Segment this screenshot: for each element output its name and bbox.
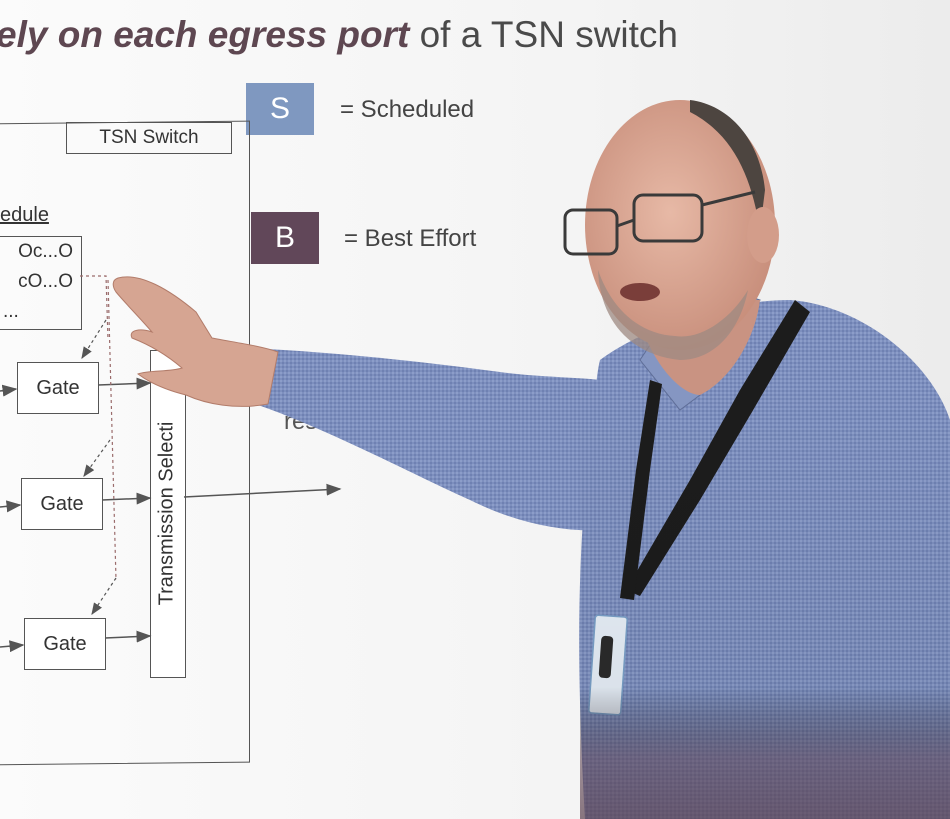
legend-scheduled-box: S bbox=[246, 83, 314, 135]
schedule-row: Oc...O bbox=[18, 241, 73, 262]
diagram-arrows bbox=[0, 275, 342, 653]
schedule-row: cO...O bbox=[18, 271, 73, 292]
hand bbox=[112, 276, 279, 407]
slide-headline: ely on each egress port of a TSN switch bbox=[0, 14, 678, 56]
schedule-box: Oc...O cO...O ... bbox=[0, 236, 82, 330]
schedule-title: edule bbox=[0, 204, 49, 226]
tsn-switch-label: TSN Switch bbox=[66, 122, 232, 154]
gate-2: Gate bbox=[21, 478, 103, 530]
shirt-sleeve bbox=[250, 348, 650, 531]
gate-3: Gate bbox=[24, 618, 106, 670]
gate-1: Gate bbox=[17, 362, 99, 414]
glasses bbox=[563, 190, 756, 256]
headline-rest: of a TSN switch bbox=[409, 14, 679, 55]
headline-emphasis: ely on each egress port bbox=[0, 14, 410, 55]
legend-best-effort-label: = Best Effort bbox=[344, 225, 477, 252]
presenter bbox=[112, 100, 950, 819]
schedule-row: ... bbox=[3, 301, 19, 322]
legend-scheduled-label: = Scheduled bbox=[340, 96, 475, 123]
legend-best-effort-box: B bbox=[251, 212, 319, 264]
transmission-selection-box bbox=[150, 350, 186, 678]
